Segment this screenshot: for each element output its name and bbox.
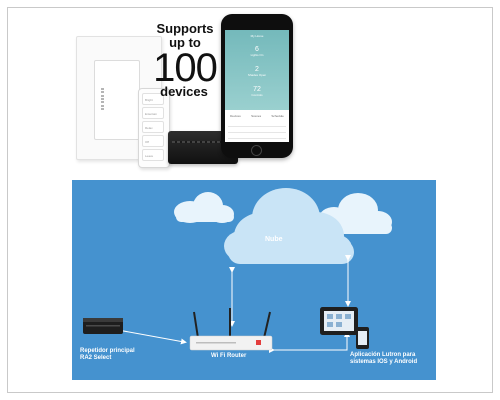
pico-remote: Bright Entertain Relax Off Leave [138,88,170,168]
pico-button: Relax [142,121,164,133]
product-banner: Bright Entertain Relax Off Leave Support… [0,0,500,170]
supports-line1: Supports [156,21,214,36]
smartphone: My Home 6 Lights On 2 Shades Open 72 Con… [221,14,293,158]
app-list-divider [228,126,286,127]
app-tab: Schedule [271,114,284,118]
supports-line2: up to [169,35,201,50]
app-header: My Home 6 Lights On 2 Shades Open 72 Con… [225,30,289,110]
phone-device [356,327,369,349]
network-diagram: Nube Repetidor principal RA2 Select Wi F… [72,180,436,380]
pico-button: Off [142,135,164,147]
app-tab-bar: Devices Scenes Schedule [225,114,289,122]
repeater-label: Repetidor principal RA2 Select [80,348,135,361]
arrow-router-app [269,331,350,353]
small-cloud-left [174,192,234,223]
app-screen: My Home 6 Lights On 2 Shades Open 72 Con… [225,30,289,142]
app-list-divider [228,132,286,133]
app-list-divider [228,138,286,139]
dimmer-led-indicators [101,88,105,110]
app-tab: Devices [230,114,241,118]
app-title: My Home [250,34,264,38]
repeater-device [83,318,123,334]
diagram-drawing [83,188,392,353]
wifi-router [189,308,273,351]
app-metric: 72 Controls [251,86,263,97]
arrow-repeater-router [114,326,187,345]
small-cloud-right [319,193,392,234]
app-metric: 2 Shades Open [247,66,267,77]
cloud-label: Nube [265,236,283,243]
phone-home-button [251,145,262,156]
supports-number: 100 [153,46,218,90]
app-tab: Scenes [251,114,262,118]
pico-button: Bright [142,93,164,105]
app-label: Aplicación Lutron para sistemas IOS y An… [350,352,418,365]
supports-heading: Supports up to [142,22,228,50]
supports-devices-label: devices [160,84,208,99]
pico-button: Entertain [142,107,164,119]
app-metric: 6 Lights On [250,46,264,57]
router-label: Wi Fi Router [211,353,247,359]
tablet-device [320,307,358,335]
dimmer-switch [94,60,140,140]
main-cloud [224,188,354,264]
pico-button: Leave [142,149,164,161]
